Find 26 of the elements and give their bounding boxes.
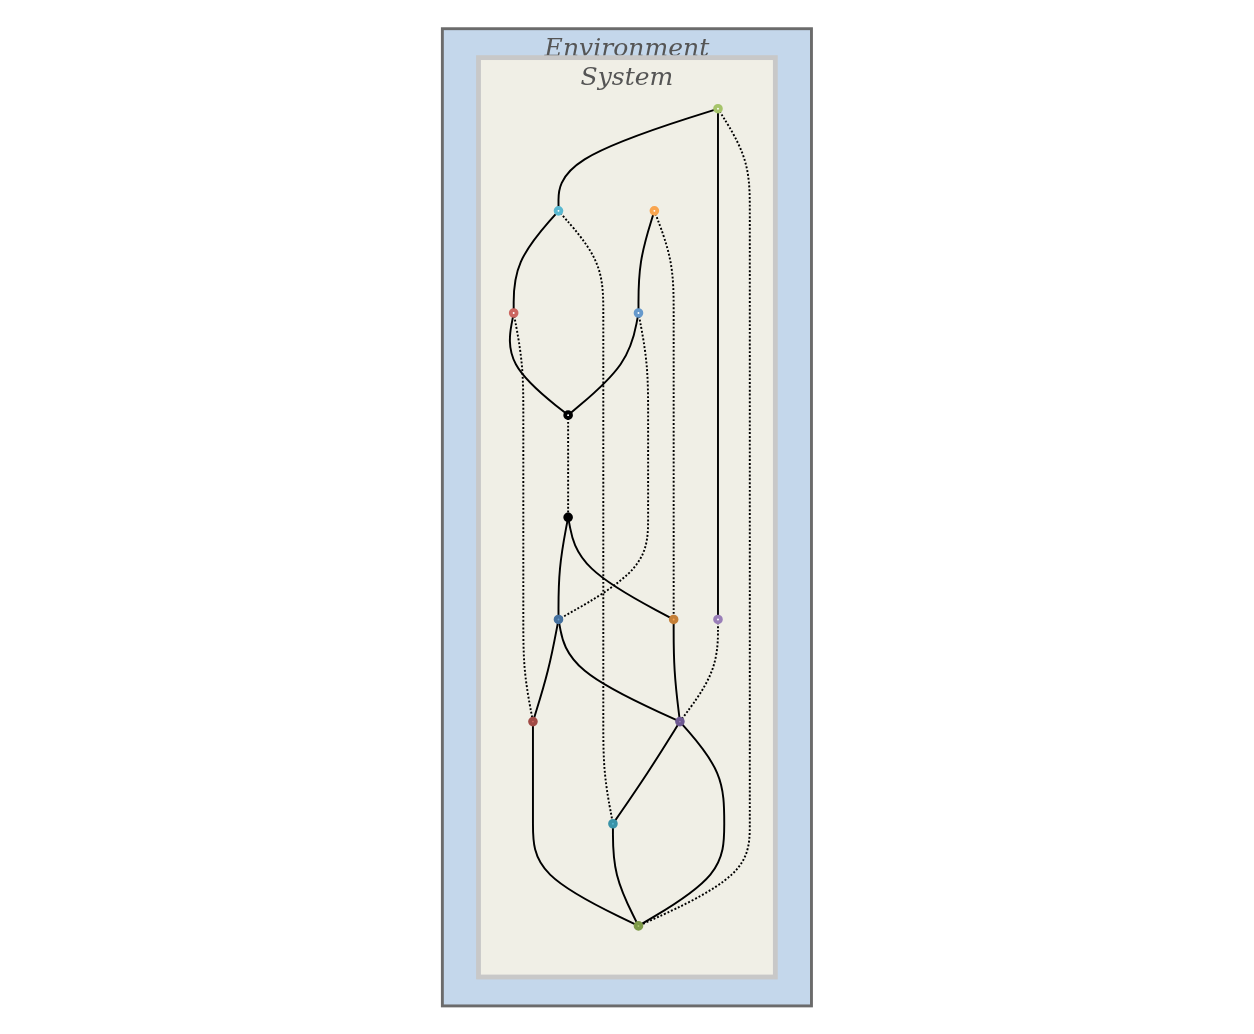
connector [640, 722, 726, 926]
node-circle [675, 716, 685, 727]
node-circle [563, 512, 574, 522]
node-circle [563, 410, 574, 420]
node-circle [528, 716, 538, 727]
node-circle [633, 920, 644, 931]
connector [532, 621, 559, 720]
node-circle [608, 818, 618, 829]
connector [672, 621, 681, 720]
connector [613, 722, 680, 823]
node-circle [668, 614, 679, 624]
connector [532, 723, 637, 926]
node-circle [508, 307, 519, 318]
cluster: System [476, 54, 778, 980]
node-circle [649, 205, 660, 216]
node-circle [713, 103, 723, 114]
connector [512, 211, 558, 311]
connector [717, 110, 720, 618]
node-circle [713, 614, 723, 624]
connector [637, 212, 655, 311]
connector [513, 314, 534, 720]
node-circle [553, 205, 564, 216]
node-circle [553, 614, 564, 624]
connector [612, 825, 639, 924]
node-circle [633, 307, 644, 318]
connector [558, 621, 679, 722]
